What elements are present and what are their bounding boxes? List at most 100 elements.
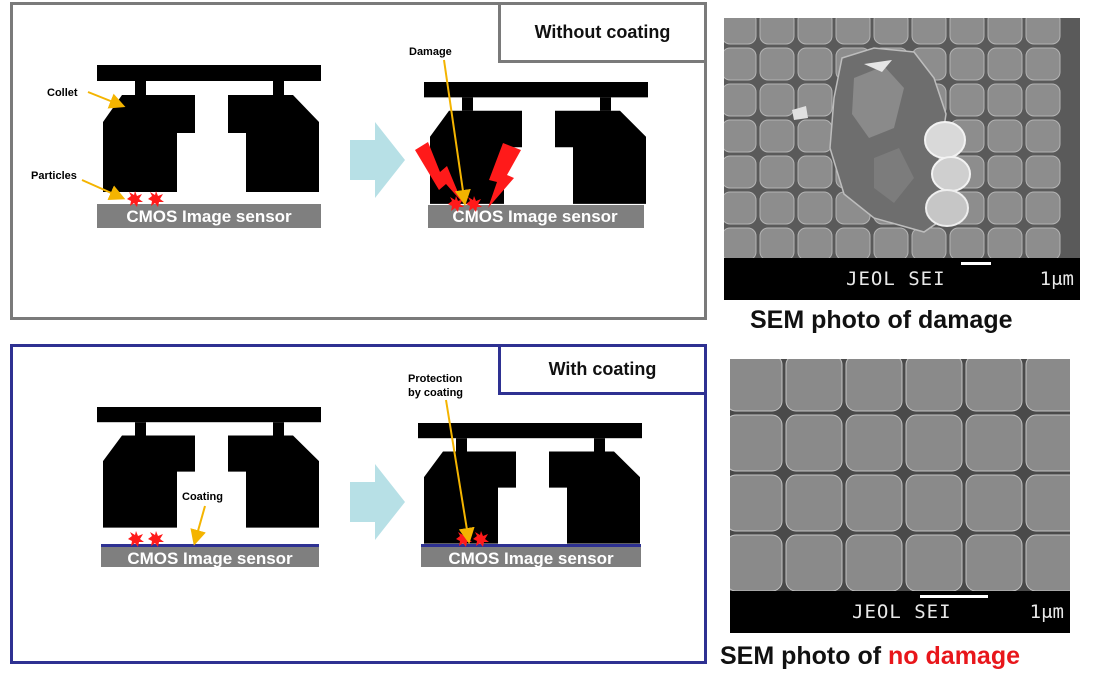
panel-without-coating: Without coating — [10, 2, 707, 320]
sem-info-bar-bottom: JEOL SEI 1μm — [730, 591, 1070, 633]
microlens-cell — [949, 227, 985, 261]
damage-label: Damage — [409, 46, 452, 58]
sem-photo-no-damage: JEOL SEI 1μm — [730, 359, 1070, 633]
microlens-cell — [724, 119, 757, 153]
damage-pointer-arrow — [443, 59, 471, 206]
microlens-cell — [1025, 534, 1070, 592]
microlens-cell — [797, 227, 833, 261]
microlens-cell — [987, 119, 1023, 153]
microlens-cell — [987, 47, 1023, 81]
microlens-cell — [785, 414, 843, 472]
microlens-cell — [905, 414, 963, 472]
microlens-cell — [1025, 474, 1070, 532]
microlens-cell — [797, 191, 833, 225]
microlens-cell — [797, 83, 833, 117]
sem-scale-bar-top — [961, 262, 991, 265]
protection-label-line2: by coating — [408, 387, 463, 399]
coating-layer-right-bottom — [421, 544, 641, 547]
panel-title-without-coating: Without coating — [498, 5, 704, 63]
microlens-cell — [949, 47, 985, 81]
microlens-cell — [1025, 18, 1061, 45]
collet-pointer-arrow — [87, 91, 126, 109]
microlens-cell — [965, 474, 1023, 532]
cmos-sensor-right-top — [428, 205, 644, 228]
sensor-label-left-top: CMOS Image sensor — [126, 207, 292, 226]
particles-label: Particles — [31, 170, 77, 182]
microlens-cell — [905, 474, 963, 532]
particles-pointer-arrow — [81, 179, 126, 201]
microlens-cell — [987, 83, 1023, 117]
microlens-cell — [724, 227, 757, 261]
microlens-cell — [759, 191, 795, 225]
collet-label: Collet — [47, 87, 78, 99]
microlens-cell — [987, 227, 1023, 261]
panel-title-with-coating: With coating — [498, 347, 704, 395]
microlens-cell — [785, 474, 843, 532]
microlens-cell — [797, 18, 833, 45]
microlens-cell — [873, 18, 909, 45]
sem-instrument-label-bottom: JEOL SEI — [852, 601, 952, 623]
cmos-sensor-left-top — [97, 204, 321, 228]
microlens-cell — [965, 359, 1023, 412]
sem-grid-damaged — [724, 18, 1080, 261]
microlens-cell — [949, 83, 985, 117]
microlens-cell — [730, 359, 783, 412]
microlens-cell — [759, 119, 795, 153]
sensor-label-left-bottom: CMOS Image sensor — [127, 549, 293, 568]
microlens-cell — [835, 227, 871, 261]
microlens-cell — [730, 534, 783, 592]
microlens-cell — [835, 18, 871, 45]
microlens-cell — [845, 414, 903, 472]
microlens-cell — [1025, 191, 1061, 225]
sem-scale-bar-bottom — [920, 595, 988, 598]
microlens-cell — [911, 227, 947, 261]
collet-left-bottom — [97, 407, 321, 528]
microlens-cell — [965, 534, 1023, 592]
process-arrow-top — [350, 122, 405, 198]
microlens-cell — [724, 191, 757, 225]
collet-right-bottom — [418, 423, 642, 544]
cmos-sensor-right-bottom — [421, 547, 641, 567]
microlens-cell — [845, 359, 903, 412]
microlens-cell — [797, 119, 833, 153]
microlens-cell — [987, 18, 1023, 45]
sem-scale-label-bottom: 1μm — [1029, 601, 1064, 623]
microlens-cell — [949, 18, 985, 45]
microlens-cell — [759, 47, 795, 81]
coating-pointer-arrow — [190, 505, 206, 546]
microlens-cell — [1025, 119, 1061, 153]
microlens-cell — [759, 155, 795, 189]
collet-right-top — [424, 82, 648, 204]
damage-bolts-icon — [415, 142, 521, 208]
microlens-cell — [905, 359, 963, 412]
microlens-cell — [905, 534, 963, 592]
microlens-cell — [759, 18, 795, 45]
microlens-cell — [1025, 227, 1061, 261]
microlens-cell — [845, 534, 903, 592]
microlens-cell — [785, 359, 843, 412]
microlens-cell — [1025, 83, 1061, 117]
microlens-cell — [759, 83, 795, 117]
protection-pointer-arrow — [445, 399, 475, 544]
sem-info-bar-top: JEOL SEI 1μm — [724, 258, 1080, 300]
microlens-cell — [797, 155, 833, 189]
sensor-label-right-bottom: CMOS Image sensor — [448, 549, 614, 568]
microlens-cell — [759, 227, 795, 261]
microlens-cell — [724, 155, 757, 189]
microlens-cell — [845, 474, 903, 532]
sem-instrument-label-top: JEOL SEI — [846, 268, 946, 290]
microlens-cell — [1025, 414, 1070, 472]
microlens-cell — [730, 474, 783, 532]
collet-left-top — [97, 65, 321, 192]
microlens-cell — [797, 47, 833, 81]
sem-photo-damage: JEOL SEI 1μm — [724, 18, 1080, 300]
caption-damage: SEM photo of damage — [750, 306, 1013, 334]
microlens-cell — [724, 47, 757, 81]
coating-layer-left-bottom — [101, 544, 319, 547]
microlens-cell — [724, 18, 757, 45]
microlens-cell — [785, 534, 843, 592]
panel-with-coating: With coating — [10, 344, 707, 664]
microlens-cell — [987, 155, 1023, 189]
caption-no-damage: SEM photo of no damage — [720, 642, 1020, 671]
